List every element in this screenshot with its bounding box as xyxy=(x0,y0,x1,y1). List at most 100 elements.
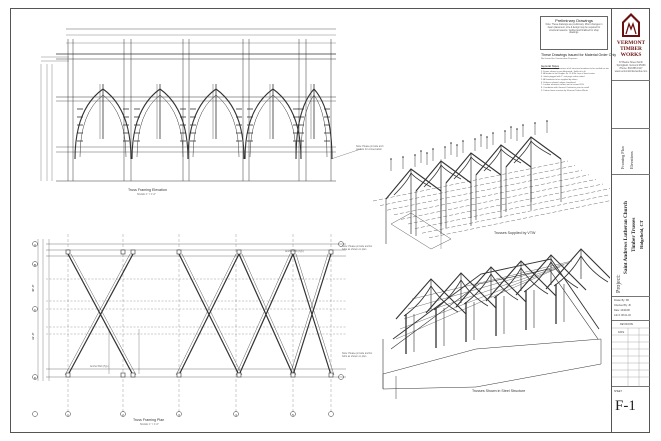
elevations-label: Elevations xyxy=(629,151,634,169)
anchor-plate xyxy=(65,249,71,255)
floor-outline xyxy=(390,212,452,250)
grid-bubble xyxy=(32,306,38,312)
truss-arch xyxy=(500,148,522,164)
grid-label-col: 1 xyxy=(67,412,69,417)
grid-bubble xyxy=(233,411,239,417)
purlin-line xyxy=(399,266,561,330)
grid-label-col: 2 xyxy=(122,412,124,417)
plan-title: Truss Framing Plan xyxy=(133,418,165,422)
arch-brace xyxy=(79,94,104,158)
arch-brace xyxy=(131,88,161,160)
note-item: 3. All timber to be Douglas Fir #1 & Btr… xyxy=(541,73,595,76)
purlin-line xyxy=(400,179,597,220)
diagonal-brace xyxy=(181,253,243,376)
rod-end xyxy=(522,124,524,126)
rod-end xyxy=(414,154,416,156)
truss-arch xyxy=(523,261,552,293)
purlin-line xyxy=(428,200,610,238)
note-item: 2. Frame shown as pre-fabricated - field… xyxy=(541,70,586,73)
steel-title: Trusses Shown in Steel Structure xyxy=(472,389,526,393)
purlin-line xyxy=(403,264,565,320)
truss-arch xyxy=(553,255,582,287)
purlin-line xyxy=(411,260,573,300)
grid-bubble xyxy=(65,411,71,417)
anchor-plate xyxy=(290,372,296,378)
rod-end xyxy=(516,128,518,130)
rod-end xyxy=(486,136,488,138)
rod-end xyxy=(462,140,464,142)
logo-house-icon xyxy=(622,13,640,37)
truss-arch xyxy=(393,172,412,196)
arch-brace xyxy=(159,88,189,160)
grid-bubble xyxy=(338,374,344,380)
arch-brace xyxy=(215,94,240,158)
grid-bubble xyxy=(32,411,38,417)
anchor-plate xyxy=(120,249,126,255)
diagonal-brace xyxy=(67,253,134,376)
arch-brace xyxy=(192,94,217,158)
elevation-title: Truss Framing Elevation xyxy=(128,188,167,192)
note-item: 6. Surfaces planed, edges chamfered xyxy=(541,81,576,84)
elevation-scale: SCALE: 1" = 1'-0" xyxy=(137,193,156,196)
plan-note-1: Note: Please provide anchor bolts as sho… xyxy=(342,245,373,251)
diagonal-brace xyxy=(295,253,335,376)
job-number: Job #: 08-01-03 xyxy=(614,314,631,317)
truss-arch xyxy=(440,164,462,180)
checked-by: Checked By: JK xyxy=(614,304,632,307)
truss-arch xyxy=(520,267,549,295)
arch-brace xyxy=(313,94,328,158)
grid-bubble xyxy=(32,374,38,380)
anchor-plate xyxy=(130,249,136,255)
logo-cell: VERMONT TIMBER WORKS 67 Beebe Street Nor… xyxy=(612,9,650,81)
note-item: 5. All hardware to be supplied by others xyxy=(541,78,578,81)
truss-arch xyxy=(490,273,519,301)
purlin-line xyxy=(421,194,610,234)
truss-elevation-view xyxy=(40,28,362,182)
purlin-line xyxy=(407,262,569,310)
rod-end xyxy=(480,134,482,136)
issue-heading: These Drawings Issued for Material Order… xyxy=(541,53,617,57)
diagonal-brace xyxy=(235,253,291,376)
note-item: 1. Dimensions & placement of all structu… xyxy=(541,68,609,70)
grid-label-col: 5 xyxy=(292,412,294,417)
drawing-of-label: Framing Plan xyxy=(620,146,625,169)
blank-cell xyxy=(612,81,650,129)
issue-subheading: Not Issued for Construction Purposes xyxy=(541,58,578,60)
logo-line-2: TIMBER xyxy=(620,46,642,52)
grid-bubble xyxy=(176,411,182,417)
sheet-cell: SHEET F-1 xyxy=(612,387,650,432)
bolt-callout-1: Anchor Bolt (Typ.) xyxy=(285,250,305,253)
general-notes-list: 1. Dimensions & placement of all structu… xyxy=(541,68,609,92)
preliminary-body: Note: These drawings are preliminary. Mi… xyxy=(545,24,603,35)
purlin-line xyxy=(386,170,583,211)
anchor-plate xyxy=(120,372,126,378)
purlin-line xyxy=(414,188,610,229)
logo-line-3: WORKS xyxy=(620,52,642,58)
truss-arch xyxy=(483,148,502,172)
date: Date: 10/24/08 xyxy=(614,309,630,312)
arch-brace xyxy=(102,94,127,158)
anchor-plate xyxy=(130,372,136,378)
diagonal-brace xyxy=(292,253,332,376)
anchor-plate xyxy=(236,372,242,378)
revisions-cell: REVISIONS DATE xyxy=(612,321,650,387)
preliminary-title: Preliminary Drawings xyxy=(555,18,593,23)
drawing-of-cell: Framing Plan Elevations xyxy=(612,129,650,175)
project-sub: Timber Trusses xyxy=(631,217,637,252)
rod-end xyxy=(546,120,548,122)
sheet-label: SHEET xyxy=(614,390,622,393)
logo-line-1: VERMONT xyxy=(616,40,646,46)
rod-end xyxy=(492,132,494,134)
truss-arch xyxy=(580,255,609,283)
diagonal-brace xyxy=(241,253,297,376)
truss-arch xyxy=(460,279,489,307)
note-item: 8. Coordinate with General Contractor pr… xyxy=(541,86,589,89)
grid-bubble xyxy=(290,411,296,417)
project-location: Ridgefield, CT xyxy=(639,220,644,249)
anchor-plate xyxy=(328,249,334,255)
grid-bubble xyxy=(32,261,38,267)
diagonal-brace xyxy=(178,253,240,376)
note-item: 4. Joints pegged with 1" oak pegs unless… xyxy=(541,76,585,79)
revision-table-lines xyxy=(612,327,650,387)
